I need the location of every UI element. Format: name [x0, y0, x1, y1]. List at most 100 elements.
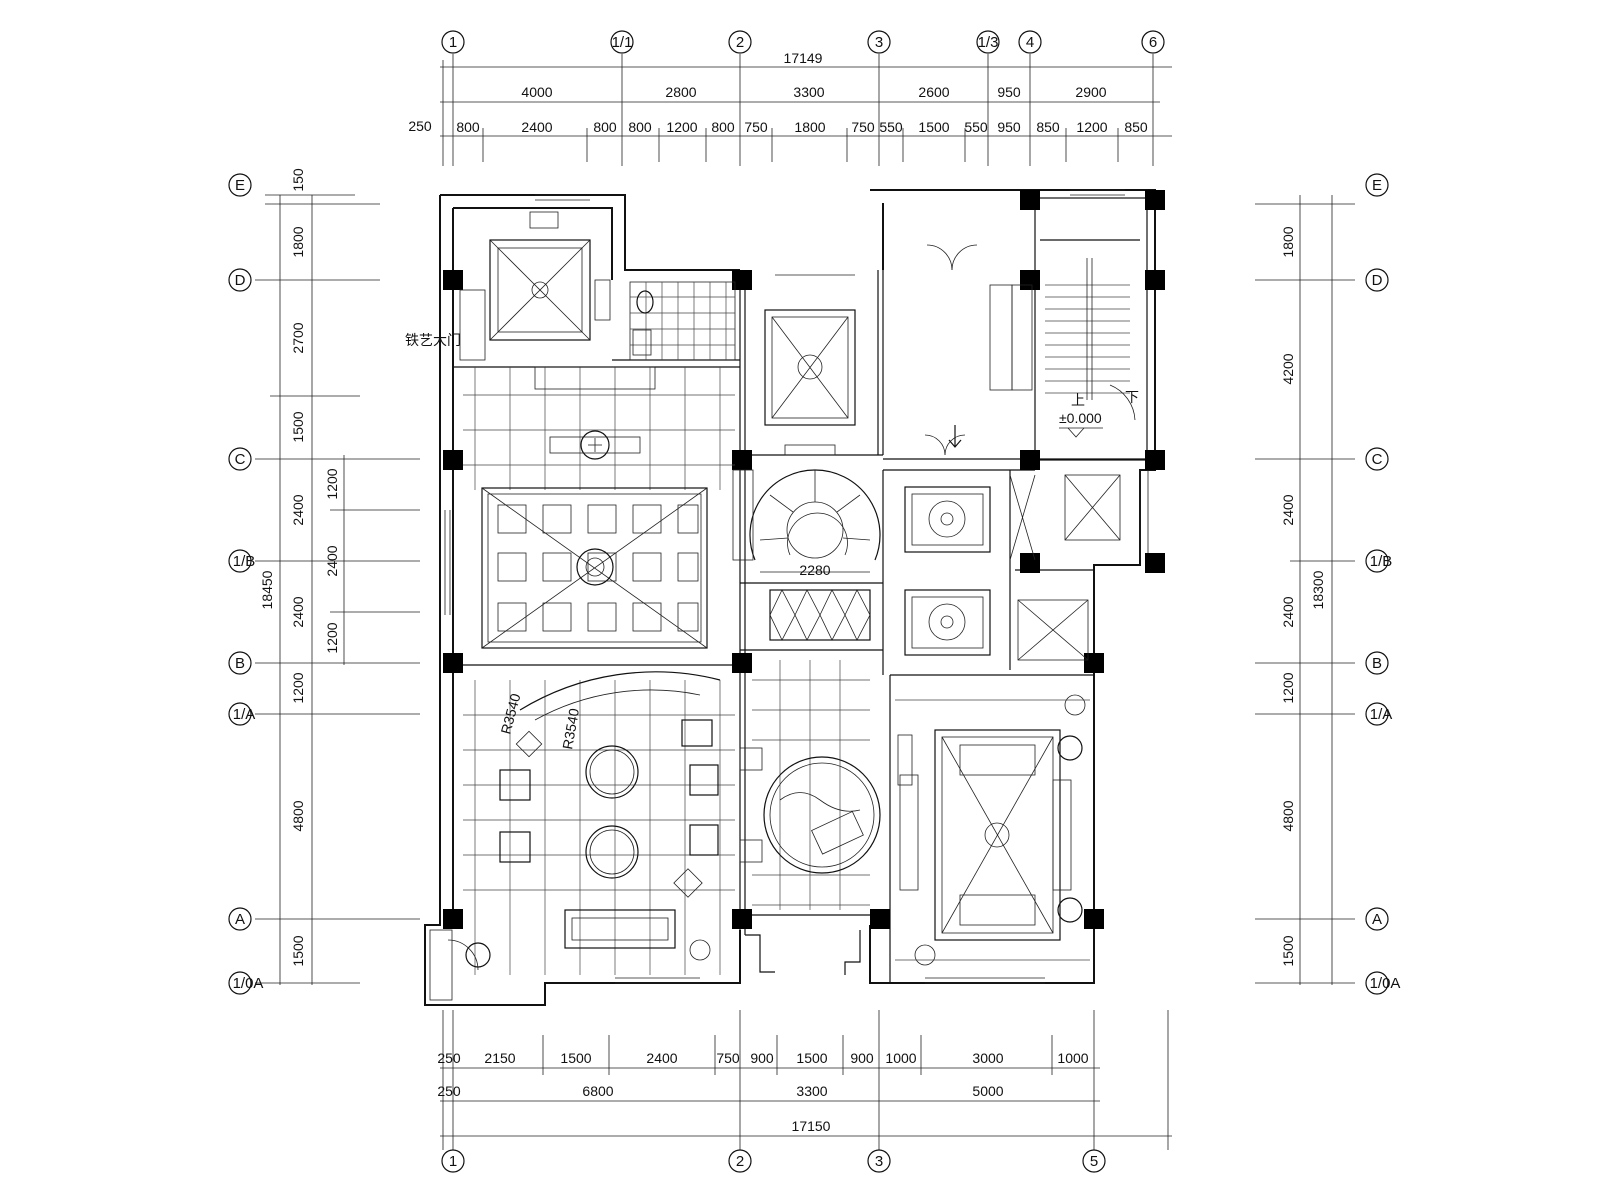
svg-text:6: 6: [1149, 34, 1157, 51]
svg-text:250: 250: [437, 1050, 461, 1066]
svg-text:1: 1: [449, 34, 457, 51]
right-axis-C: C: [1365, 447, 1389, 471]
bottom-axis-5: 5: [1082, 1149, 1106, 1173]
svg-text:D: D: [235, 272, 246, 289]
column-d6: [1145, 270, 1165, 290]
svg-text:3000: 3000: [972, 1050, 1003, 1066]
left-axis-A: A: [228, 907, 252, 931]
building-walls: [424, 189, 1156, 1006]
svg-text:850: 850: [1036, 119, 1060, 135]
svg-text:1000: 1000: [1057, 1050, 1088, 1066]
svg-text:2400: 2400: [521, 119, 552, 135]
svg-text:B: B: [235, 655, 245, 672]
top-axis-6: 6: [1141, 30, 1165, 54]
svg-text:250: 250: [437, 1083, 461, 1099]
svg-text:1500: 1500: [290, 935, 306, 966]
svg-text:2400: 2400: [1280, 596, 1296, 627]
svg-text:铁艺大门: 铁艺大门: [405, 332, 461, 348]
left-axis-1-A: 1/A: [228, 702, 256, 726]
svg-text:850: 850: [1124, 119, 1148, 135]
svg-text:4800: 4800: [1280, 800, 1296, 831]
svg-text:2400: 2400: [290, 494, 306, 525]
svg-text:R3540: R3540: [559, 707, 582, 751]
svg-text:1200: 1200: [1280, 672, 1296, 703]
left-axis-D: D: [228, 268, 252, 292]
svg-text:17150: 17150: [792, 1118, 831, 1134]
svg-text:E: E: [1372, 177, 1382, 194]
column-b2: [732, 653, 752, 673]
column-b5: [1084, 653, 1104, 673]
svg-text:900: 900: [750, 1050, 774, 1066]
column-1b4: [1020, 553, 1040, 573]
balcony: [429, 929, 491, 1001]
left-axis-1-0A: 1/0A: [228, 971, 264, 995]
svg-text:2: 2: [736, 1153, 744, 1170]
bottom-axis-1: 1: [441, 1149, 465, 1173]
svg-text:C: C: [235, 451, 246, 468]
svg-text:1/A: 1/A: [233, 706, 256, 723]
svg-text:18300: 18300: [1310, 570, 1326, 609]
column-1b6: [1145, 553, 1165, 573]
svg-text:1/0A: 1/0A: [1370, 975, 1401, 992]
svg-text:800: 800: [593, 119, 617, 135]
column-c1: [443, 450, 463, 470]
middle-top-ceiling: [764, 309, 856, 456]
svg-text:1200: 1200: [1076, 119, 1107, 135]
column-a5: [1084, 909, 1104, 929]
svg-text:上: 上: [1071, 392, 1085, 408]
svg-text:1/0A: 1/0A: [233, 975, 264, 992]
top-axis-4: 4: [1018, 30, 1042, 54]
svg-text:800: 800: [628, 119, 652, 135]
svg-text:800: 800: [456, 119, 480, 135]
dining-set: [499, 719, 763, 961]
svg-text:1500: 1500: [290, 411, 306, 442]
column-b1: [443, 653, 463, 673]
svg-text:2400: 2400: [1280, 494, 1296, 525]
svg-text:E: E: [235, 177, 245, 194]
svg-text:2400: 2400: [646, 1050, 677, 1066]
svg-text:750: 750: [716, 1050, 740, 1066]
svg-text:D: D: [1372, 272, 1383, 289]
column-c2: [732, 450, 752, 470]
right-axis-1-0A: 1/0A: [1365, 971, 1401, 995]
svg-text:A: A: [1372, 911, 1382, 928]
right-axis-1-A: 1/A: [1365, 702, 1393, 726]
bathroom-tiles: 铁艺大门: [405, 281, 736, 361]
svg-text:4800: 4800: [290, 800, 306, 831]
svg-text:1: 1: [449, 1153, 457, 1170]
svg-text:C: C: [1372, 451, 1383, 468]
svg-text:1500: 1500: [1280, 935, 1296, 966]
svg-text:1800: 1800: [290, 226, 306, 257]
svg-text:1800: 1800: [1280, 226, 1296, 257]
top-axis-1: 1: [441, 30, 465, 54]
svg-text:1500: 1500: [918, 119, 949, 135]
svg-text:17149: 17149: [784, 50, 823, 66]
right-dimension-block: E D C 1/B B 1/A A 1/0A 18300 1800 4200 2…: [1255, 173, 1401, 995]
svg-text:4200: 4200: [1280, 353, 1296, 384]
left-axis-C: C: [228, 447, 252, 471]
svg-text:4: 4: [1026, 34, 1034, 51]
svg-text:2700: 2700: [290, 322, 306, 353]
column-c4: [1020, 450, 1040, 470]
svg-text:950: 950: [997, 119, 1021, 135]
column-d4: [1020, 270, 1040, 290]
svg-text:A: A: [235, 911, 245, 928]
bedroom: [895, 694, 1090, 966]
svg-text:3: 3: [875, 34, 883, 51]
column-c6: [1145, 450, 1165, 470]
svg-text:5000: 5000: [972, 1083, 1003, 1099]
coffered-ceiling: [481, 487, 708, 649]
structural-columns: [443, 190, 1165, 929]
left-axis-E: E: [228, 173, 252, 197]
svg-text:1/A: 1/A: [1370, 706, 1393, 723]
column-e6: [1145, 190, 1165, 210]
svg-text:5: 5: [1090, 1153, 1098, 1170]
column-e4: [1020, 190, 1040, 210]
svg-text:4000: 4000: [521, 84, 552, 100]
column-a2: [732, 909, 752, 929]
top-dimension-block: 1 1/1 2 3 1/3 4 6: [408, 30, 1172, 166]
living-room-floor-grid: R3540 R3540: [463, 671, 735, 975]
svg-text:2800: 2800: [665, 84, 696, 100]
svg-text:550: 550: [879, 119, 903, 135]
